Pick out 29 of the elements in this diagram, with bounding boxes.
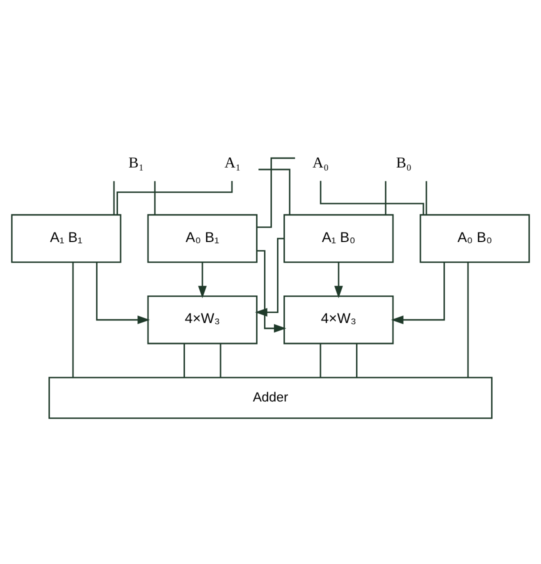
connector: [426, 180, 428, 214]
node-text: A₀: [312, 154, 329, 171]
node-box: 4×W₃: [284, 295, 394, 344]
node-box: 4×W₃: [147, 295, 258, 344]
node-box: A₁ B₀: [284, 214, 394, 262]
connector: [356, 343, 358, 377]
node-text: B₁: [128, 154, 144, 171]
arrow: [334, 262, 343, 298]
connector: [184, 343, 185, 377]
connector: [320, 180, 424, 214]
connector: [72, 262, 74, 377]
node-box: Adder: [48, 376, 493, 418]
connector: [154, 180, 156, 214]
arrow: [391, 262, 445, 324]
arrow: [256, 250, 286, 332]
arrow: [96, 262, 150, 324]
arrow: [198, 262, 207, 298]
connector: [320, 343, 322, 377]
node-text: A₁: [224, 154, 241, 171]
connector: [258, 168, 290, 214]
node-text: B₀: [396, 154, 412, 171]
node-box: A₀ B₀: [420, 214, 530, 262]
connector: [467, 262, 469, 377]
connector: [113, 180, 115, 214]
node-box: A₁ B₁: [11, 214, 122, 262]
arrow: [254, 237, 284, 316]
node-box: A₀ B₁: [147, 214, 258, 262]
connector: [384, 180, 386, 214]
connector: [220, 343, 222, 377]
